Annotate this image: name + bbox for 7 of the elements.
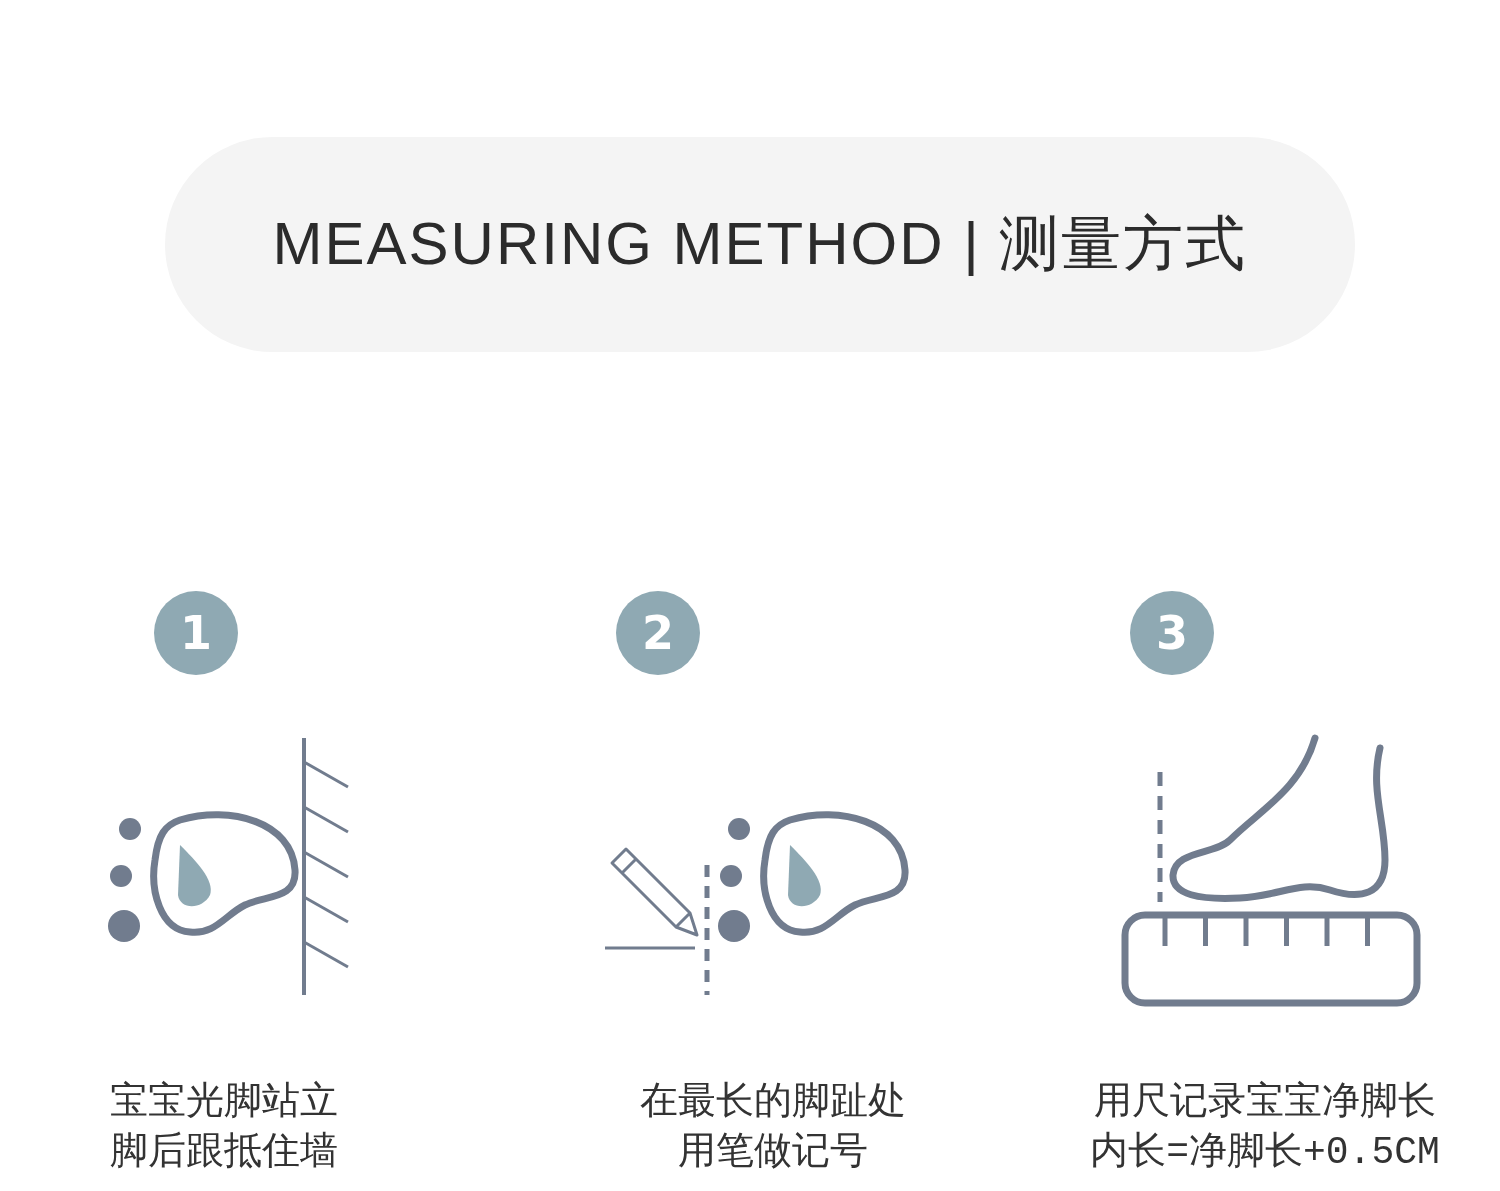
title-banner: MEASURING METHOD | 测量方式 bbox=[165, 137, 1355, 352]
step-caption: 用尺记录宝宝净脚长内长=净脚长+0.5CM bbox=[1089, 1080, 1441, 1176]
step-caption: 在最长的脚趾处用笔做记号 bbox=[639, 1080, 907, 1176]
step-number: 3 bbox=[1130, 591, 1214, 675]
step-number: 1 bbox=[154, 591, 238, 675]
step-number: 2 bbox=[616, 591, 700, 675]
step-caption: 宝宝光脚站立脚后跟抵住墙 bbox=[109, 1080, 339, 1176]
